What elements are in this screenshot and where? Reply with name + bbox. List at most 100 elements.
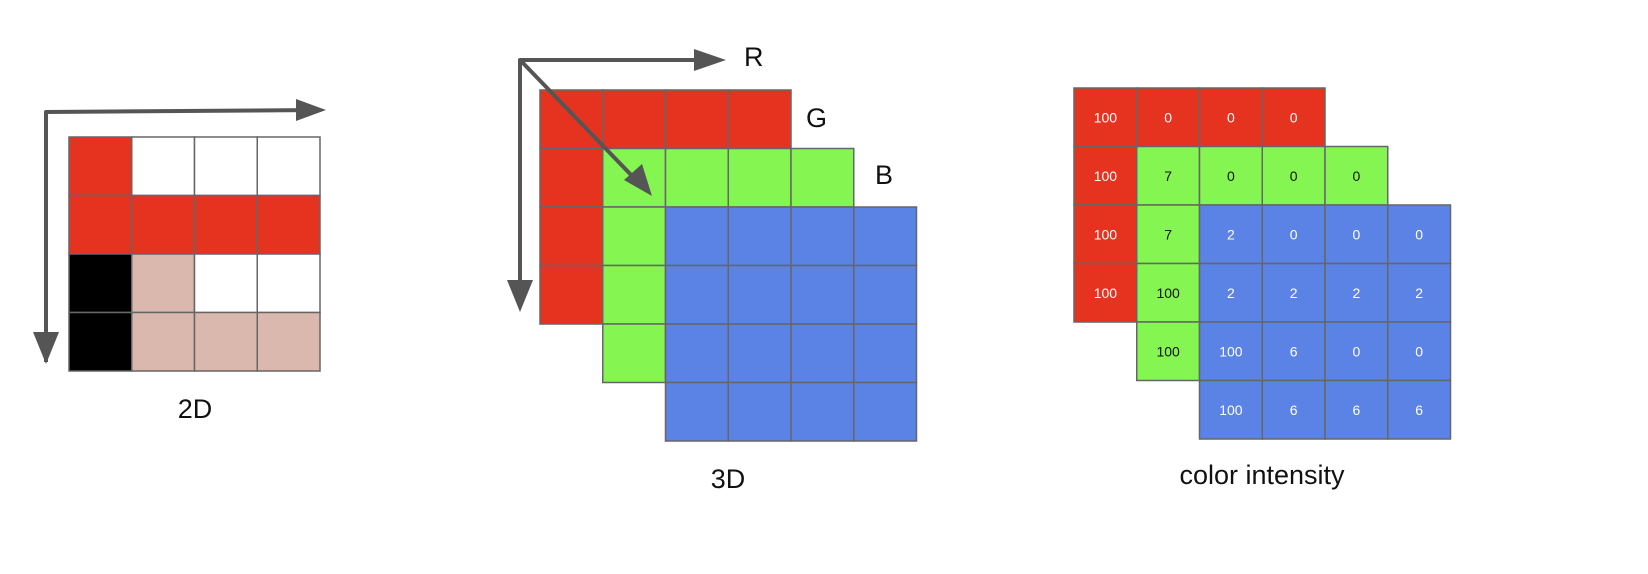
cell-2d-r0-c0-fill [68, 136, 133, 197]
cell-blue-r3-c2: 6 [1324, 379, 1389, 440]
cell-green-r3-c0-fill [1136, 321, 1201, 382]
cell-blue-r3-c2-fill [1324, 379, 1389, 440]
cell-2d-r3-c1 [131, 311, 196, 372]
cell-red-r0-c1-value: 0 [1164, 109, 1172, 125]
arrow-diagonal-head [624, 164, 652, 196]
cell-blue-r2-c3-fill [853, 323, 918, 384]
cell-green-r0-c2-fill [727, 147, 792, 208]
cell-green-r0-c0-fill [1136, 145, 1201, 206]
cell-green-r1-c0 [602, 206, 667, 267]
cell-blue-r2-c0-fill [664, 323, 729, 384]
cell-red-r3-c0 [539, 264, 604, 325]
cell-red-r1-c0-fill [539, 147, 604, 208]
cell-red-r3-c0-fill [1073, 262, 1138, 323]
cell-green-r0-c0: 7 [1136, 145, 1201, 206]
cell-red-r0-c2 [664, 89, 729, 150]
cell-green-r0-c3-fill [1324, 145, 1389, 206]
cell-blue-r1-c2-value: 2 [1352, 285, 1360, 301]
cell-2d-r3-c2 [193, 311, 258, 372]
cell-blue-r0-c1: 0 [1261, 204, 1326, 265]
cell-blue-r0-c1-fill [1261, 204, 1326, 265]
cell-blue-r0-c2 [790, 206, 855, 267]
cell-blue-r2-c1-value: 6 [1290, 343, 1298, 359]
cell-blue-r1-c1-value: 2 [1290, 285, 1298, 301]
cell-blue-r0-c3 [853, 206, 918, 267]
cell-2d-r3-c2-fill [193, 311, 258, 372]
cell-2d-r3-c1-fill [131, 311, 196, 372]
cell-red-r1-c0: 100 [1073, 145, 1138, 206]
cell-red-r0-c3-value: 0 [1290, 109, 1298, 125]
cell-blue-r3-c3-fill [1387, 379, 1452, 440]
cell-blue-r2-c3 [853, 323, 918, 384]
cell-blue-r2-c1-fill [727, 323, 792, 384]
arrow-2d-horizontal-head [296, 99, 326, 121]
cell-green-r1-c0-value: 7 [1164, 226, 1172, 242]
cell-blue-r2-c0-value: 100 [1219, 343, 1243, 359]
cell-red-r2-c0-value: 100 [1094, 226, 1118, 242]
cell-blue-r0-c1-value: 0 [1290, 226, 1298, 242]
cell-blue-r2-c0-fill [1198, 321, 1263, 382]
cell-green-r1-c0: 7 [1136, 204, 1201, 265]
cell-blue-r3-c0-value: 100 [1219, 402, 1243, 418]
cell-green-r2-c0-value: 100 [1156, 285, 1180, 301]
cell-2d-r0-c1-fill [131, 136, 196, 197]
arrow-r-head [694, 49, 726, 71]
cell-red-r0-c3: 0 [1261, 87, 1326, 148]
cell-blue-r0-c2-fill [790, 206, 855, 267]
cell-red-r3-c0-value: 100 [1094, 285, 1118, 301]
cell-green-r0-c0-value: 7 [1164, 168, 1172, 184]
cell-blue-r2-c2: 0 [1324, 321, 1389, 382]
cell-blue-r0-c3-value: 0 [1415, 226, 1423, 242]
cell-blue-r3-c1 [727, 381, 792, 442]
cell-green-r0-c3-fill [790, 147, 855, 208]
cell-green-r0-c1-fill [664, 147, 729, 208]
cell-blue-r2-c2-fill [790, 323, 855, 384]
cell-2d-r2-c3-fill [256, 253, 321, 314]
grid-2d [68, 136, 321, 372]
cell-blue-r2-c2-value: 0 [1352, 343, 1360, 359]
cell-blue-r1-c0: 2 [1198, 262, 1263, 323]
cell-red-r0-c0: 100 [1073, 87, 1138, 148]
cell-green-r3-c0-fill [602, 323, 667, 384]
cell-2d-r0-c3 [256, 136, 321, 197]
cell-blue-r1-c3: 2 [1387, 262, 1452, 323]
cell-2d-r1-c2-fill [193, 194, 258, 255]
cell-blue-r3-c0: 100 [1198, 379, 1263, 440]
cell-blue-r0-c2-fill [1324, 204, 1389, 265]
cell-blue-r2-c3-value: 0 [1415, 343, 1423, 359]
cell-2d-r0-c2 [193, 136, 258, 197]
cell-blue-r3-c2-fill [790, 381, 855, 442]
cell-blue-r2-c2-fill [1324, 321, 1389, 382]
cell-red-r2-c0 [539, 206, 604, 267]
cell-blue-r2-c1 [727, 323, 792, 384]
cell-blue-r0-c3-fill [853, 206, 918, 267]
label-3d: 3D [711, 464, 746, 494]
cell-2d-r2-c3 [256, 253, 321, 314]
cell-blue-r1-c2 [790, 264, 855, 325]
cell-green-r0-c3-value: 0 [1352, 168, 1360, 184]
cell-blue-r0-c2: 0 [1324, 204, 1389, 265]
arrow-down-head [507, 280, 533, 312]
cell-blue-r0-c2-value: 0 [1352, 226, 1360, 242]
cell-blue-r1-c1-fill [727, 264, 792, 325]
cell-green-r0-c1: 0 [1198, 145, 1263, 206]
cell-2d-r2-c0 [68, 253, 133, 314]
cell-2d-r3-c0-fill [68, 311, 133, 372]
cell-blue-r3-c3-fill [853, 381, 918, 442]
cell-green-r0-c3 [790, 147, 855, 208]
cell-blue-r0-c0: 2 [1198, 204, 1263, 265]
label-color-intensity: color intensity [1179, 460, 1345, 490]
cell-red-r0-c1-fill [602, 89, 667, 150]
cell-red-r0-c0-fill [539, 89, 604, 150]
cell-2d-r3-c3 [256, 311, 321, 372]
cell-blue-r2-c1: 6 [1261, 321, 1326, 382]
panel-2d: 2D [33, 99, 326, 424]
cell-blue-r3-c3: 6 [1387, 379, 1452, 440]
cell-green-r3-c0-value: 100 [1156, 343, 1180, 359]
cell-red-r0-c2-value: 0 [1227, 109, 1235, 125]
cell-blue-r1-c0-fill [1198, 262, 1263, 323]
cell-red-r0-c1: 0 [1136, 87, 1201, 148]
